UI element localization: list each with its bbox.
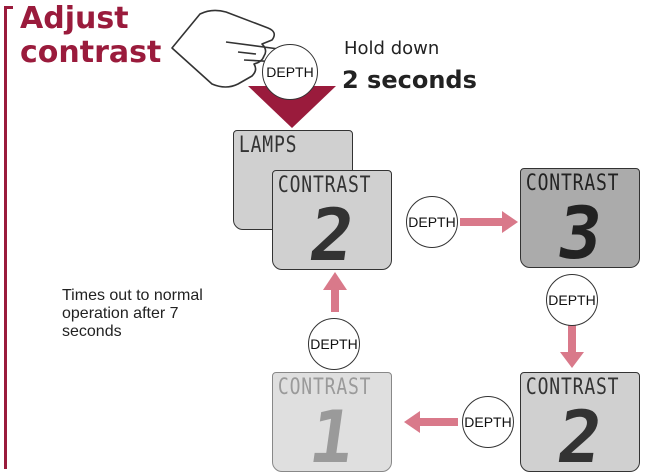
contrast-value: 3 [552,191,608,268]
hold-label: Hold down [344,38,440,59]
timeout-note: Times out to normal operation after 7 se… [62,287,203,340]
depth-button-right[interactable]: DEPTH [406,196,458,248]
title-line-1: Adjust [20,1,129,36]
lcd-label: CONTRAST [525,171,620,196]
lcd-label-lamps: LAMPS [238,133,298,158]
contrast-value: 1 [304,395,360,472]
press-indicator [248,86,336,128]
contrast-value: 2 [304,193,360,270]
lcd-screen-contrast-3: CONTRAST 3 [520,168,640,268]
lcd-label: CONTRAST [525,375,620,400]
depth-button-left[interactable]: DEPTH [462,396,514,448]
depth-button-up[interactable]: DEPTH [308,318,360,370]
lcd-label: CONTRAST [277,375,372,400]
arrow-right [460,211,518,233]
page-title: Adjust contrast [20,2,161,70]
arrow-up [323,272,347,312]
lcd-screen-contrast-2-low: CONTRAST 2 [520,372,640,472]
hold-duration: 2 seconds [342,66,477,94]
lcd-label: CONTRAST [277,173,372,198]
depth-button-top[interactable]: DEPTH [262,44,318,100]
section-frame [4,6,13,469]
lcd-screen-contrast-1: CONTRAST 1 [272,372,392,472]
depth-button-down[interactable]: DEPTH [546,274,598,326]
arrow-down [560,318,584,368]
arrow-left [404,411,458,433]
lcd-screen-contrast-2: CONTRAST 2 [272,170,392,270]
contrast-value: 2 [552,395,608,472]
title-line-2: contrast [20,35,162,70]
